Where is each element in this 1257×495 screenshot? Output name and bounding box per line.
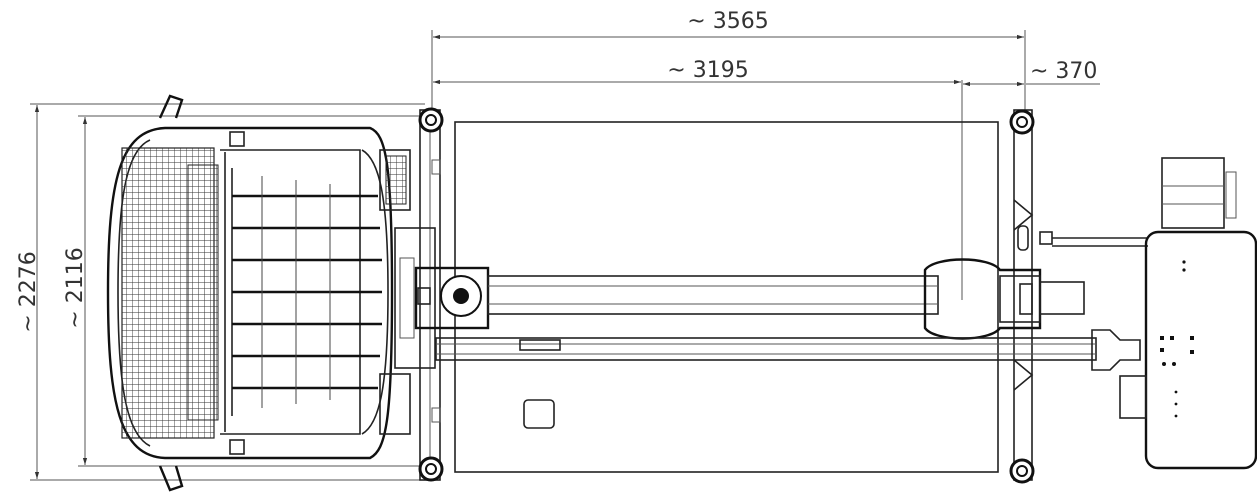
rear-axle [1013, 109, 1033, 481]
dim-label-overall-length: ~ 3565 [687, 9, 768, 34]
wheel-front-bottom [418, 456, 444, 482]
wheels [418, 107, 1035, 484]
power-unit-battery [1119, 375, 1147, 419]
wheel-front-top [418, 107, 444, 133]
dim-label-overall-width: ~ 2276 [16, 251, 41, 332]
dimension-track-width: ~ 2116 [63, 115, 430, 467]
wheel-rear-top [1009, 109, 1035, 135]
turret [923, 258, 1042, 340]
power-unit [1119, 157, 1257, 470]
chassis [419, 109, 1034, 481]
hook-bottom [158, 465, 184, 492]
dim-label-wheelbase: ~ 3195 [667, 58, 748, 83]
hook-top [158, 94, 184, 119]
dimension-overall-width: ~ 2276 [16, 103, 425, 481]
platform-rotator [394, 227, 436, 369]
power-unit-tank [1161, 157, 1225, 229]
dimension-overall-length: ~ 3565 [431, 9, 1026, 118]
dimension-rear-offset: ~ 370 [963, 59, 1100, 87]
main-boom [487, 275, 939, 315]
chassis-body [454, 121, 999, 473]
wheel-rear-bottom [1009, 458, 1035, 484]
power-unit-housing [1144, 230, 1257, 470]
dim-label-rear-offset: ~ 370 [1030, 59, 1097, 84]
dimension-wheelbase: ~ 3195 [433, 58, 963, 300]
work-platform [106, 94, 411, 492]
access-hatch [523, 399, 555, 429]
hydraulic-cylinder [435, 337, 1097, 361]
boom-assembly [394, 227, 1148, 371]
dim-label-track-width: ~ 2116 [63, 247, 88, 328]
